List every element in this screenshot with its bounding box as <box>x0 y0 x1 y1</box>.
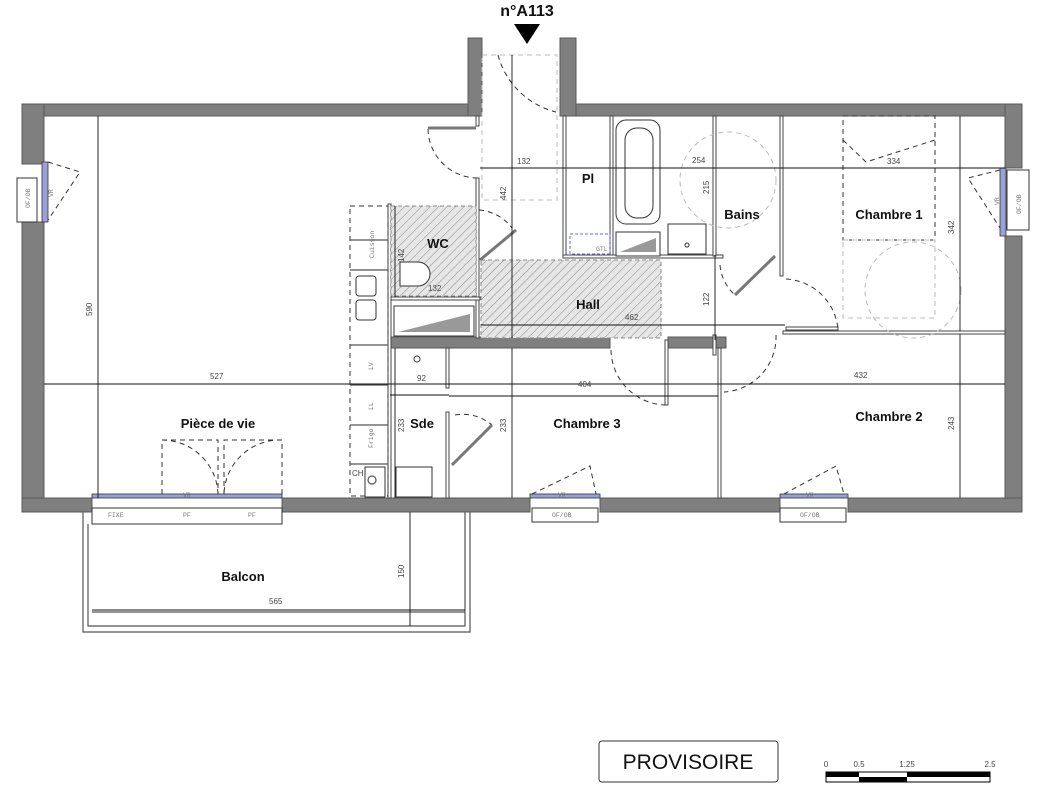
svg-text:334: 334 <box>887 157 901 166</box>
apartment-number: n°A113 <box>500 3 554 20</box>
svg-text:CH: CH <box>352 469 364 478</box>
svg-text:233: 233 <box>397 418 406 432</box>
entrance-arrow-icon <box>514 24 540 44</box>
svg-text:Cuisson: Cuisson <box>369 231 376 258</box>
svg-text:OF/OB: OF/OB <box>800 512 820 519</box>
room-chambre-1: Chambre 1 <box>855 207 922 222</box>
room-sde: Sde <box>410 416 434 431</box>
room-balcon: Balcon <box>221 569 264 584</box>
room-wc: WC <box>427 236 449 251</box>
svg-text:254: 254 <box>692 156 706 165</box>
svg-text:442: 442 <box>499 186 508 200</box>
svg-text:342: 342 <box>947 220 956 234</box>
svg-text:VR: VR <box>558 492 566 499</box>
door-swings <box>47 54 1001 495</box>
svg-text:GTL: GTL <box>596 246 608 253</box>
svg-text:0: 0 <box>824 760 829 769</box>
svg-text:233: 233 <box>499 418 508 432</box>
svg-text:565: 565 <box>269 597 283 606</box>
svg-text:0.5: 0.5 <box>853 760 865 769</box>
svg-text:PROVISOIRE: PROVISOIRE <box>623 751 754 774</box>
windows: OF/OB VR OF/OB VR FIXE PF PF VR OF/OB VR… <box>16 161 1030 525</box>
svg-text:2.5: 2.5 <box>984 760 996 769</box>
svg-text:527: 527 <box>210 372 224 381</box>
svg-text:150: 150 <box>397 564 406 578</box>
room-chambre-3: Chambre 3 <box>553 416 620 431</box>
svg-text:OF/OB: OF/OB <box>552 512 572 519</box>
clearance-circles <box>481 54 962 339</box>
svg-text:VR: VR <box>183 492 191 499</box>
svg-text:OF/OB: OF/OB <box>1016 194 1023 214</box>
svg-text:FIXE: FIXE <box>108 512 124 519</box>
outer-walls <box>21 37 1023 513</box>
balcony <box>82 512 471 633</box>
svg-text:VR: VR <box>48 189 55 197</box>
svg-text:PF: PF <box>183 512 191 519</box>
dimension-labels: 590 527 565 150 132 442 142 132 462 92 4… <box>85 156 956 606</box>
svg-text:92: 92 <box>417 374 426 383</box>
room-piece-de-vie: Pièce de vie <box>181 416 255 431</box>
svg-text:462: 462 <box>625 313 639 322</box>
room-bains: Bains <box>724 207 759 222</box>
svg-text:PF: PF <box>248 512 256 519</box>
scale-bar: 0 0.5 1.25 2.5 <box>824 760 996 783</box>
svg-text:VR: VR <box>994 197 1001 205</box>
svg-text:432: 432 <box>854 371 868 380</box>
svg-text:132: 132 <box>517 157 531 166</box>
svg-text:LL: LL <box>368 402 375 410</box>
provisoire-stamp: PROVISOIRE <box>598 740 779 783</box>
room-labels: Pièce de vie Balcon WC Pl Hall Bains Cha… <box>181 171 923 584</box>
dimension-lines <box>44 55 1005 626</box>
svg-text:Frigo: Frigo <box>368 428 375 448</box>
svg-text:OF/OB: OF/OB <box>25 188 32 208</box>
svg-text:1.25: 1.25 <box>899 760 915 769</box>
hall-area <box>480 259 662 339</box>
svg-text:215: 215 <box>702 180 711 194</box>
room-pl: Pl <box>582 171 594 186</box>
fixtures: Cuisson LV LL Frigo CH GTL <box>349 119 707 498</box>
room-hall: Hall <box>576 297 600 312</box>
svg-text:122: 122 <box>702 292 711 306</box>
svg-text:LV: LV <box>368 362 375 370</box>
svg-text:404: 404 <box>578 380 592 389</box>
room-chambre-2: Chambre 2 <box>855 409 922 424</box>
svg-text:VR: VR <box>806 492 814 499</box>
svg-text:142: 142 <box>397 248 406 262</box>
svg-text:590: 590 <box>85 302 94 316</box>
svg-text:132: 132 <box>428 284 442 293</box>
svg-text:243: 243 <box>947 416 956 430</box>
